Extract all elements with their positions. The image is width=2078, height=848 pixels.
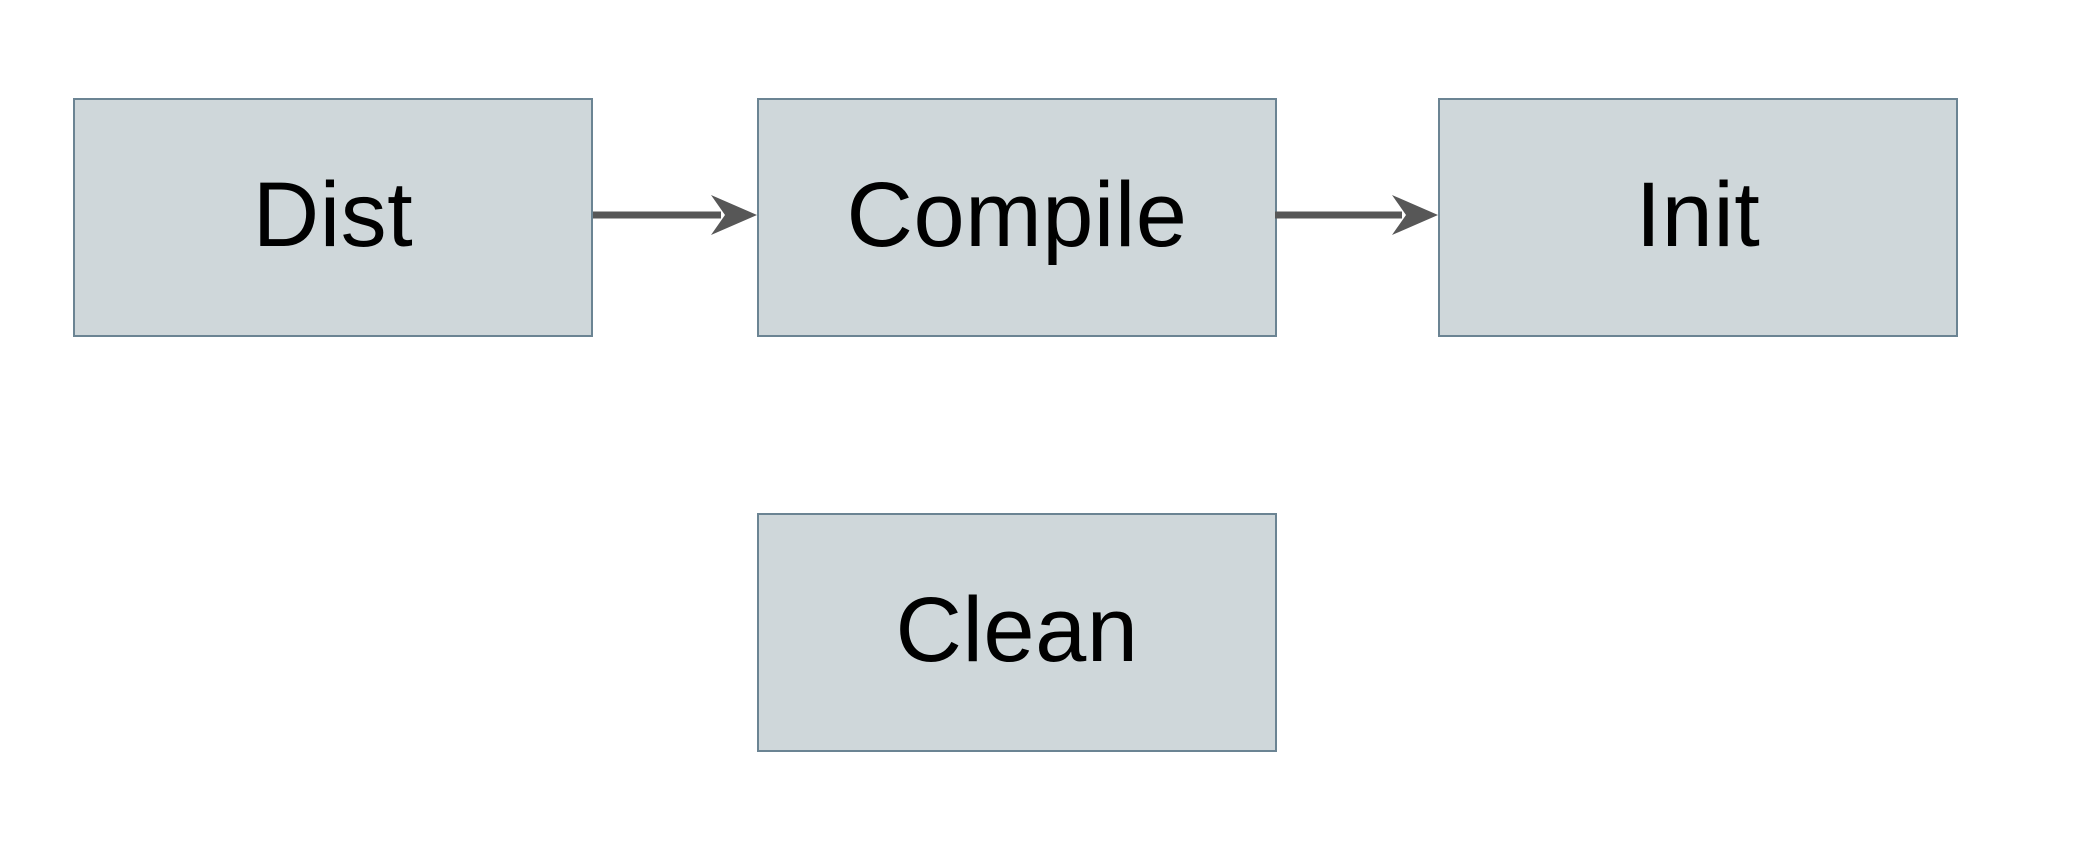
right-arrow-icon xyxy=(593,195,757,235)
node-init[interactable]: Init xyxy=(1438,98,1958,337)
node-compile-label: Compile xyxy=(846,163,1188,266)
node-clean-label: Clean xyxy=(895,578,1139,681)
node-clean[interactable]: Clean xyxy=(757,513,1277,752)
node-init-label: Init xyxy=(1635,163,1761,266)
right-arrow-icon xyxy=(1275,195,1438,235)
node-compile[interactable]: Compile xyxy=(757,98,1277,337)
arrow-compile-to-init[interactable] xyxy=(1275,191,1438,239)
node-dist-label: Dist xyxy=(252,163,414,266)
arrow-dist-to-compile[interactable] xyxy=(593,191,757,239)
node-dist[interactable]: Dist xyxy=(73,98,593,337)
